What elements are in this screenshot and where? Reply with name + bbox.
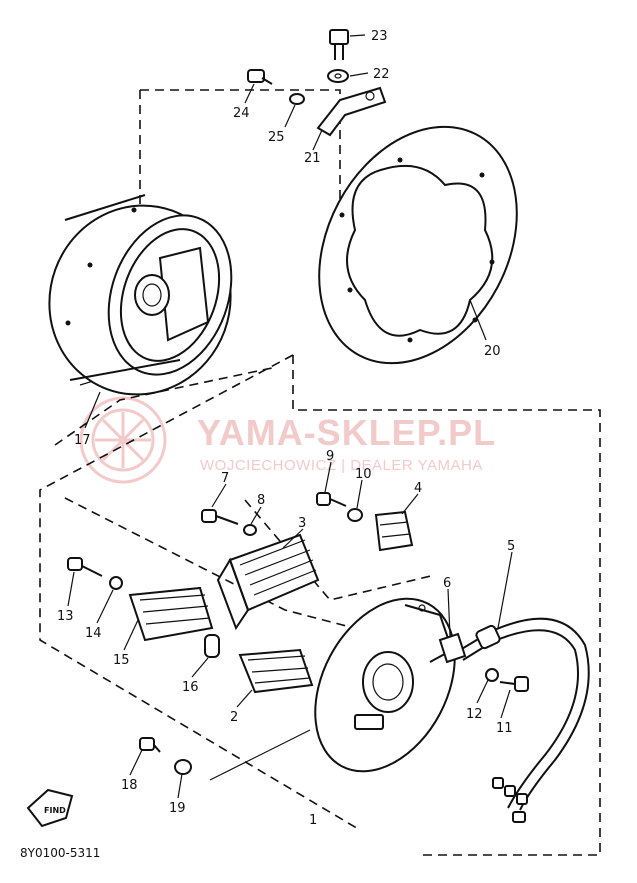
flywheel-rotor (48, 194, 233, 396)
callout-1: 1 (309, 813, 317, 828)
bracket (316, 86, 387, 137)
callout-12: 12 (466, 707, 483, 722)
source-coil (374, 510, 414, 552)
find-badge-label: FIND (44, 806, 66, 815)
stator-base-plate (314, 597, 456, 773)
callout-19: 19 (169, 801, 186, 816)
callout-7: 7 (221, 471, 229, 486)
callout-15: 15 (113, 653, 130, 668)
callout-18: 18 (121, 778, 138, 793)
callout-8: 8 (257, 493, 265, 508)
washer (109, 576, 123, 590)
callout-labels: 23 22 24 25 21 20 17 7 8 3 9 10 4 5 6 11… (57, 29, 515, 828)
watermark-logo (79, 396, 167, 484)
washer (289, 93, 305, 105)
pickup-coil (238, 648, 314, 694)
lighting-coil (128, 586, 214, 642)
callout-2: 2 (230, 710, 238, 725)
watermark-subtitle: WOJCIECHOWICZ | DEALER YAMAHA (200, 457, 483, 474)
washer (174, 759, 192, 775)
screw (201, 509, 239, 525)
washer (485, 668, 499, 682)
callout-16: 16 (182, 680, 199, 695)
screw (139, 737, 161, 753)
washer (243, 524, 257, 536)
callout-9: 9 (326, 449, 334, 464)
lead-wire-harness (459, 617, 590, 823)
find-badge: FIND (26, 788, 74, 828)
callout-21: 21 (304, 151, 321, 166)
watermark-brand: YAMA-SKLEP.PL (197, 412, 496, 453)
collar (204, 634, 220, 658)
callout-11: 11 (496, 721, 513, 736)
washer (347, 508, 363, 522)
wire-clamp (438, 632, 467, 664)
callout-10: 10 (355, 467, 372, 482)
washer (327, 69, 349, 83)
screw (247, 69, 273, 85)
hex-bolt (329, 29, 349, 60)
screw (499, 676, 529, 692)
watermark: YAMA-SKLEP.PL WOJCIECHOWICZ | DEALER YAM… (79, 396, 496, 484)
callout-6: 6 (443, 576, 451, 591)
callout-20: 20 (484, 344, 501, 359)
callout-24: 24 (233, 106, 250, 121)
charge-coil (216, 533, 320, 631)
callout-13: 13 (57, 609, 74, 624)
callout-14: 14 (85, 626, 102, 641)
callout-4: 4 (414, 481, 422, 496)
assembly-outlines (39, 89, 601, 856)
callout-25: 25 (268, 130, 285, 145)
callout-22: 22 (373, 67, 390, 82)
leader-lines (67, 34, 513, 799)
gasket (318, 125, 518, 365)
callout-3: 3 (298, 516, 306, 531)
screw (316, 492, 347, 507)
screw (67, 557, 103, 577)
callout-23: 23 (371, 29, 388, 44)
drawing-code: 8Y0100-5311 (20, 846, 100, 860)
callout-17: 17 (74, 433, 91, 448)
callout-5: 5 (507, 539, 515, 554)
